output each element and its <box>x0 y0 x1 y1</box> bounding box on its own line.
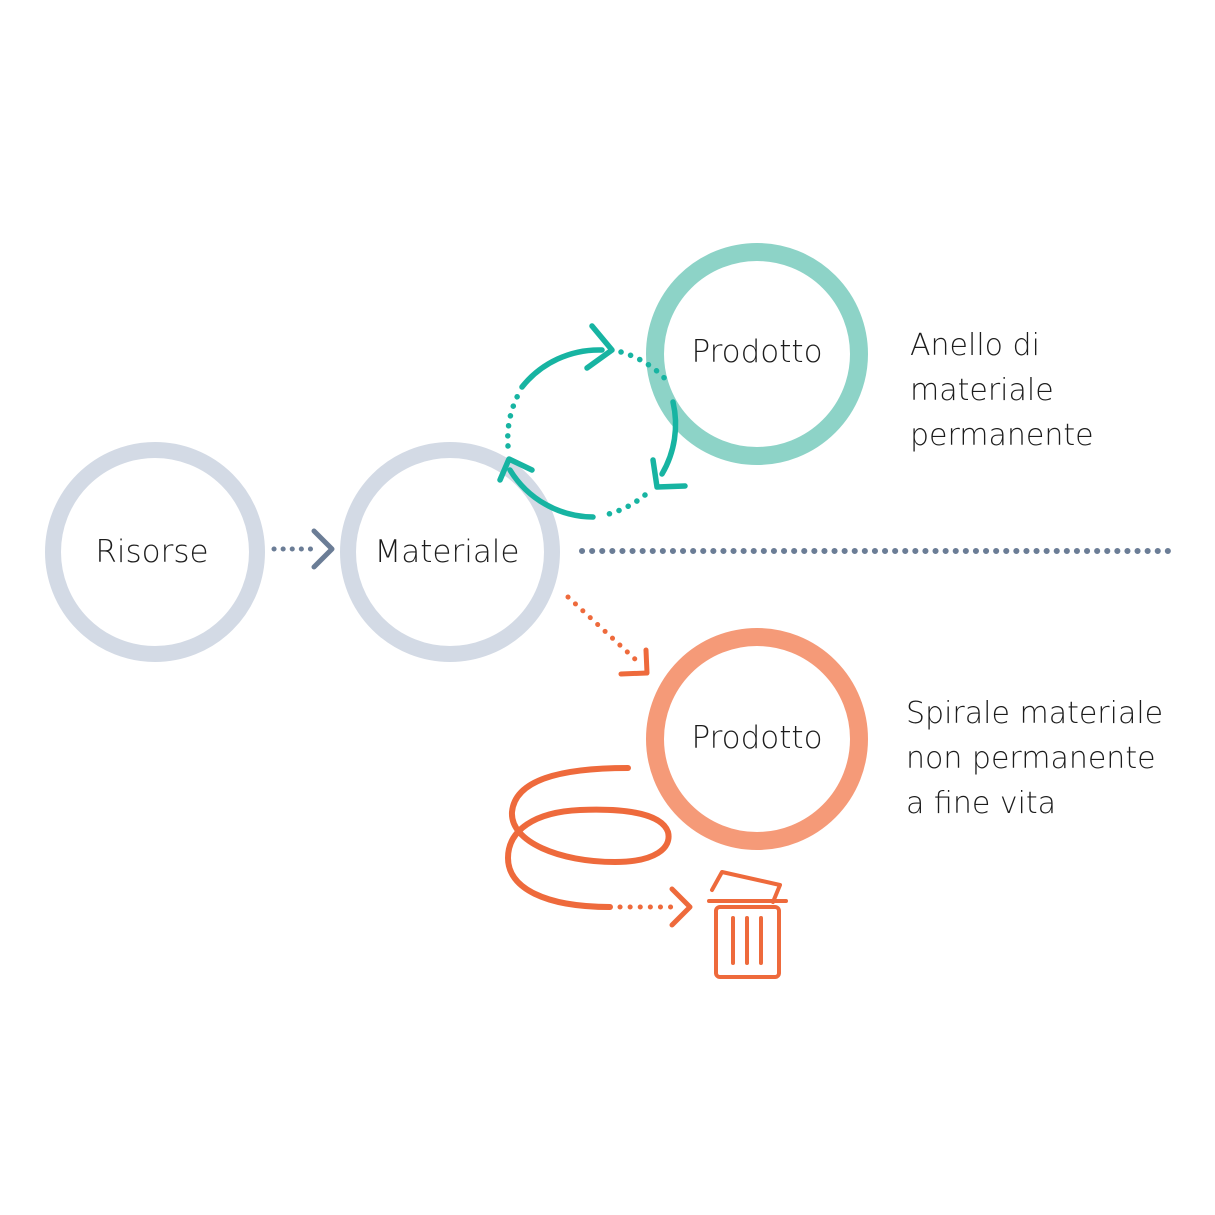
loop-caption-line-2: materiale <box>910 373 1054 408</box>
resources-to-material-arrow <box>271 528 335 570</box>
material-label: Materiale <box>374 534 519 570</box>
material-ring <box>340 442 560 662</box>
material-loop-arrows <box>497 323 688 520</box>
product-spiral-ring <box>646 628 868 850</box>
product-loop-label: Prodotto <box>691 334 822 370</box>
product-spiral-label: Prodotto <box>691 720 822 756</box>
waste-spiral <box>505 765 693 928</box>
loop-caption-line-1: Anello di <box>910 328 1040 363</box>
material-to-product-arrow <box>565 594 650 677</box>
trash-icon <box>707 870 788 979</box>
spiral-caption-line-2: non permanente <box>906 741 1156 776</box>
spiral-caption-line-3: a fine vita <box>906 786 1056 821</box>
resources-ring <box>45 442 265 662</box>
loop-caption-line-3: permanente <box>910 418 1094 453</box>
product-loop-ring <box>646 243 868 465</box>
spiral-caption-line-1: Spirale materiale <box>906 696 1163 731</box>
resources-label: Risorse <box>95 534 208 570</box>
